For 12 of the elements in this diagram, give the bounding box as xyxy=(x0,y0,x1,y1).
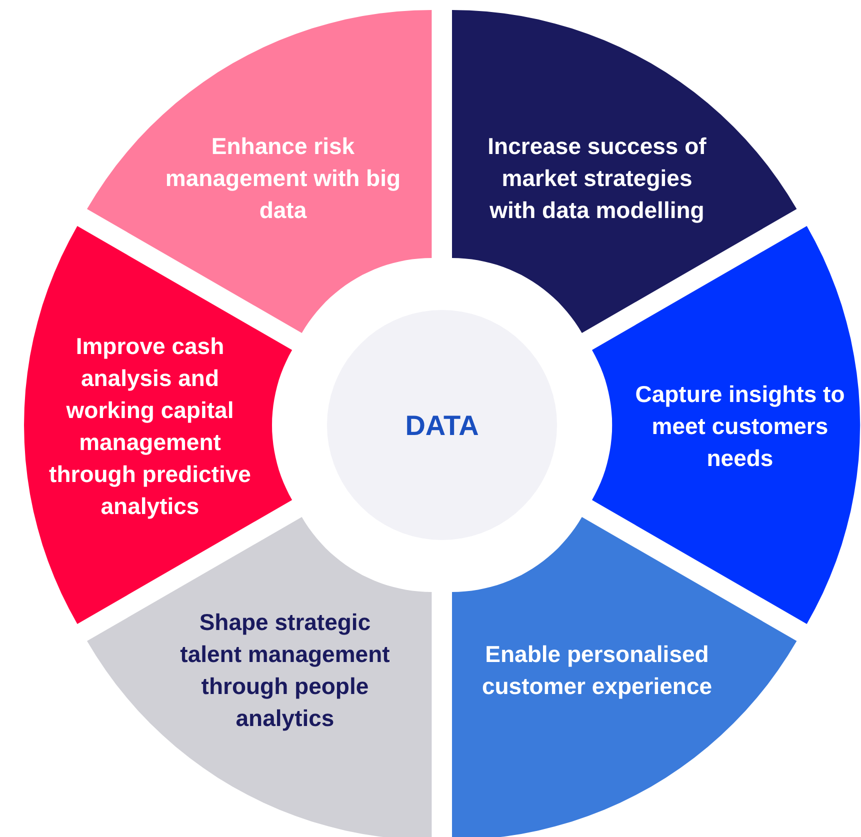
segment xyxy=(452,10,797,333)
segment xyxy=(87,517,432,837)
segment-label: Enable personalised customer experience xyxy=(480,640,714,701)
segment xyxy=(592,226,860,624)
segment-label: Enhance risk management with big data xyxy=(164,132,401,225)
center-label: DATA xyxy=(404,410,480,442)
segment xyxy=(87,10,432,333)
segment-label: Shape strategic talent management through people analytics xyxy=(179,608,391,733)
segment-label: Improve cash analysis and working capital management through predictive analytics xyxy=(48,332,252,521)
segment-label: Capture insights to meet customers needs xyxy=(634,380,846,473)
segment-label: Increase success of market strategies with data modelling xyxy=(486,132,708,225)
segment xyxy=(452,517,797,837)
